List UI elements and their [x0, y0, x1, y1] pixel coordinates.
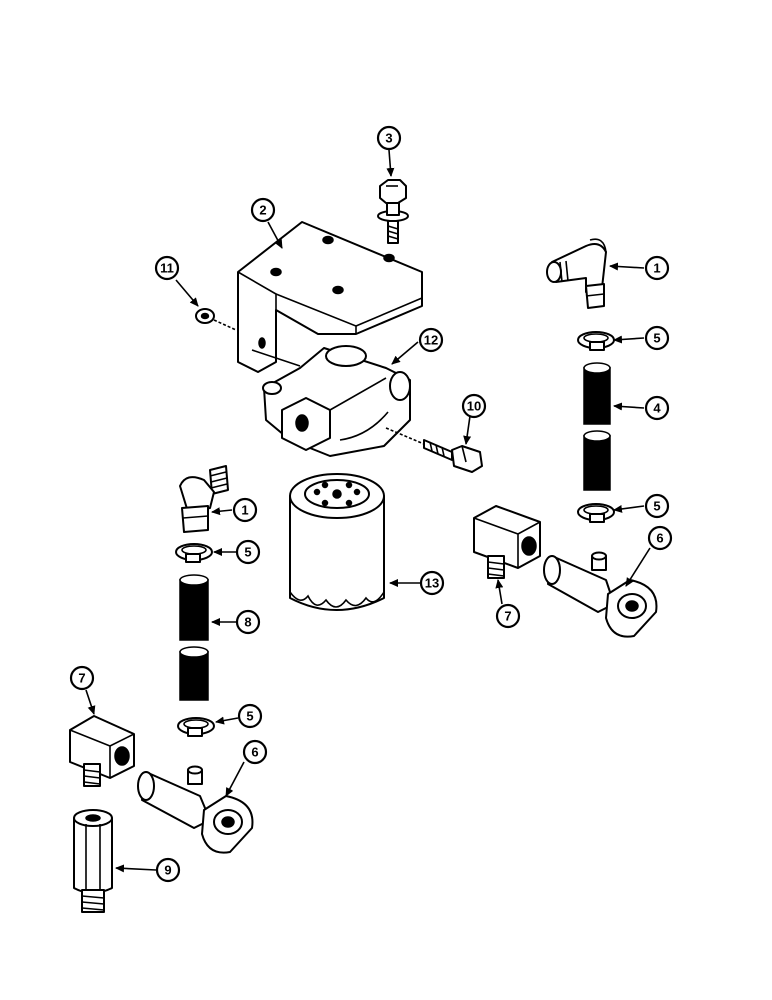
- hose-clamp-right-top-part: [577, 331, 615, 351]
- callout-13: 13: [419, 570, 445, 596]
- callout-12: 12: [418, 327, 444, 353]
- svg-text:12: 12: [424, 333, 438, 348]
- leader-lines: [85, 149, 651, 873]
- callout-7-left: 7: [69, 665, 95, 691]
- callout-6-left: 6: [242, 739, 268, 765]
- svg-text:1: 1: [653, 261, 660, 276]
- hose-clamp-left-top-part: [175, 543, 213, 563]
- callout-2: 2: [250, 197, 276, 223]
- svg-text:8: 8: [244, 615, 251, 630]
- svg-text:5: 5: [653, 499, 660, 514]
- hose-clamp-left-bottom-part: [177, 717, 215, 737]
- svg-text:3: 3: [385, 131, 392, 146]
- elbow-fitting-right-part: [546, 238, 607, 309]
- elbow-fitting-left-part: [179, 465, 229, 533]
- callout-8: 8: [235, 609, 261, 635]
- svg-text:5: 5: [246, 709, 253, 724]
- hose-left-part: [179, 574, 209, 701]
- svg-text:6: 6: [656, 531, 663, 546]
- hose-clamp-right-bottom-part: [577, 503, 615, 523]
- callout-1-left: 1: [232, 497, 258, 523]
- callout-5-left-bottom: 5: [237, 703, 263, 729]
- bolt-part: [377, 179, 409, 244]
- svg-text:13: 13: [425, 576, 439, 591]
- spin-on-filter-part: [289, 473, 385, 611]
- callout-5-right-bottom: 5: [644, 493, 670, 519]
- callout-5-left-top: 5: [235, 539, 261, 565]
- callout-11: 11: [154, 255, 180, 281]
- callout-10: 10: [461, 393, 487, 419]
- callout-7-right: 7: [495, 603, 521, 629]
- head-bolt-part: [423, 439, 483, 473]
- drain-valve-right-part: [543, 551, 658, 638]
- svg-text:5: 5: [244, 545, 251, 560]
- callout-1-right: 1: [644, 255, 670, 281]
- callout-6-right: 6: [647, 525, 673, 551]
- callout-4: 4: [644, 395, 670, 421]
- svg-text:4: 4: [653, 401, 661, 416]
- filter-head-part: [251, 345, 411, 457]
- tee-block-right-part: [473, 505, 541, 579]
- callout-3: 3: [376, 125, 402, 151]
- callout-5-right-top: 5: [644, 325, 670, 351]
- drain-valve-left-part: [137, 765, 254, 854]
- svg-text:1: 1: [241, 503, 248, 518]
- svg-text:6: 6: [251, 745, 258, 760]
- svg-text:7: 7: [78, 671, 85, 686]
- svg-text:7: 7: [504, 609, 511, 624]
- svg-text:11: 11: [160, 261, 174, 276]
- svg-text:5: 5: [653, 331, 660, 346]
- svg-text:10: 10: [467, 399, 481, 414]
- svg-text:2: 2: [259, 203, 266, 218]
- hose-right-part: [583, 362, 611, 491]
- washer-part: [195, 308, 215, 324]
- callout-9: 9: [155, 857, 181, 883]
- tee-block-left-part: [69, 715, 135, 787]
- adapter-fitting-part: [73, 809, 113, 913]
- mounting-bracket-part: [237, 221, 423, 373]
- svg-text:9: 9: [164, 863, 171, 878]
